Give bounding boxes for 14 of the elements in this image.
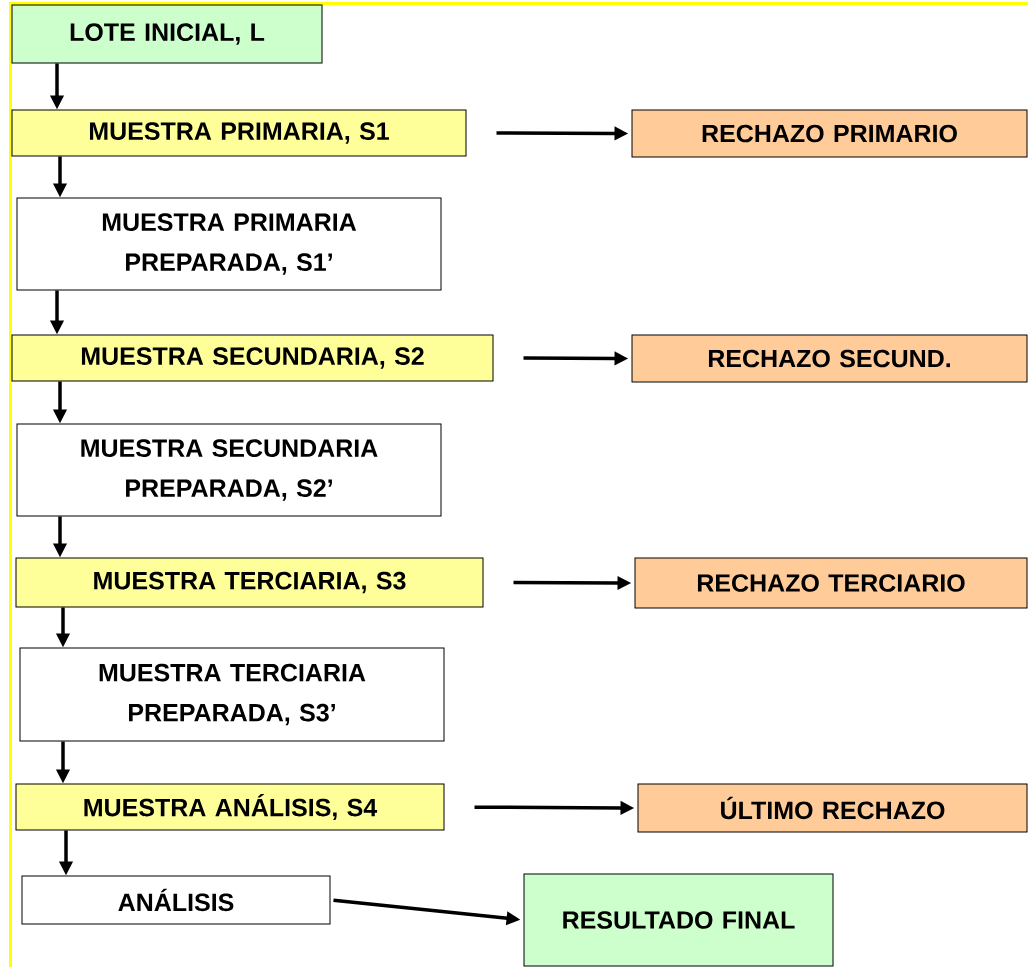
- sample-box: MUESTRA TERCIARIA, S3: [15, 557, 484, 608]
- result-box: RESULTADO FINAL: [523, 873, 834, 967]
- process-box: MUESTRA TERCIARIA PREPARADA, S3’: [19, 647, 445, 742]
- sample-box: MUESTRA PRIMARIA, S1: [11, 109, 467, 157]
- process-box: ANÁLISIS: [21, 875, 331, 925]
- process-box: MUESTRA SECUNDARIA PREPARADA, S2’: [16, 423, 442, 517]
- process-box: MUESTRA PRIMARIA PREPARADA, S1’: [16, 197, 442, 291]
- sample-box: MUESTRA ANÁLISIS, S4: [15, 783, 445, 831]
- reject-box: RECHAZO PRIMARIO: [631, 109, 1028, 158]
- sample-box: MUESTRA SECUNDARIA, S2: [11, 334, 494, 382]
- reject-box: RECHAZO TERCIARIO: [634, 557, 1028, 609]
- start-box: LOTE INICIAL, L: [11, 4, 323, 64]
- reject-box: ÚLTIMO RECHAZO: [637, 783, 1028, 833]
- reject-box: RECHAZO SECUND.: [631, 334, 1028, 383]
